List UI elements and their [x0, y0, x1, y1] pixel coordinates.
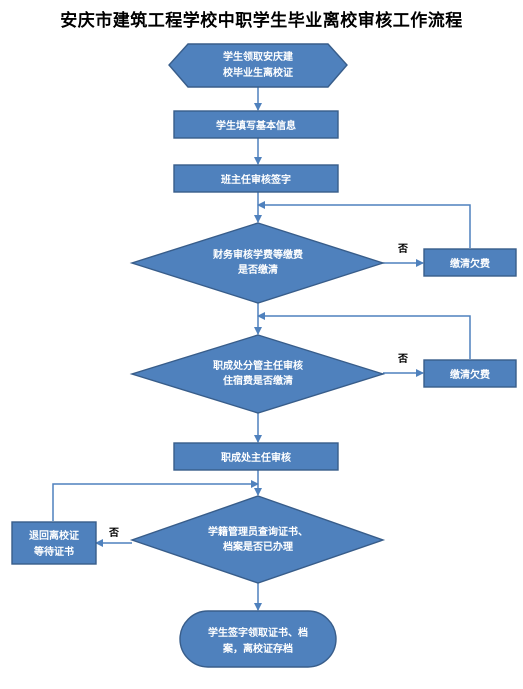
head-teacher-box: 班主任审核签字 — [173, 164, 339, 193]
arrow-return-back — [52, 480, 259, 521]
no-label-dorm: 否 — [397, 353, 408, 365]
head-teacher-label: 班主任审核签字 — [221, 173, 291, 186]
dorm-decision-line2: 住宿费是否缴清 — [223, 374, 293, 387]
start-node: 学生领取安庆建 校毕业生离校证 — [168, 43, 348, 88]
pay-fees-label-2: 缴清欠费 — [450, 368, 490, 381]
pay-fees-box-1: 缴清欠费 — [423, 248, 517, 277]
return-box-line1: 退回离校证 — [29, 529, 79, 542]
pay-fees-box-2: 缴清欠费 — [423, 359, 517, 388]
pay-fees-label-1: 缴清欠费 — [450, 257, 490, 270]
fill-info-box: 学生填写基本信息 — [173, 110, 339, 139]
arrow-pay2-back — [257, 312, 471, 359]
finance-decision-line1: 财务审核学费等缴费 — [212, 248, 303, 261]
start-node-line1: 学生领取安庆建 — [223, 50, 294, 63]
no-label-registrar: 否 — [108, 527, 119, 539]
director-label: 职成处主任审核 — [221, 451, 291, 464]
end-node-line1: 学生签字领取证书、档 — [208, 626, 308, 639]
page-title: 安庆市建筑工程学校中职学生毕业离校审核工作流程 — [60, 11, 463, 31]
registrar-decision-line2: 档案是否已办理 — [222, 540, 293, 553]
no-label-finance: 否 — [397, 243, 408, 255]
connectors — [52, 87, 471, 611]
dorm-decision: 职成处分管主任审核 住宿费是否缴清 — [129, 334, 386, 414]
return-box-line2: 等待证书 — [34, 545, 74, 558]
start-node-line2: 校毕业生离校证 — [223, 66, 293, 79]
end-node-line2: 案，离校证存档 — [222, 642, 293, 655]
end-node: 学生签字领取证书、档 案，离校证存档 — [179, 610, 337, 668]
finance-decision-line2: 是否缴清 — [237, 263, 278, 276]
finance-decision: 财务审核学费等缴费 是否缴清 — [129, 222, 386, 304]
registrar-decision: 学籍管理员查询证书、 档案是否已办理 — [129, 495, 386, 584]
fill-info-label: 学生填写基本信息 — [216, 119, 296, 132]
director-box: 职成处主任审核 — [173, 442, 339, 471]
dorm-decision-line1: 职成处分管主任审核 — [213, 359, 303, 372]
return-box: 退回离校证 等待证书 — [11, 521, 97, 565]
arrow-pay1-back — [257, 201, 471, 248]
registrar-decision-line1: 学籍管理员查询证书、 — [208, 525, 308, 538]
